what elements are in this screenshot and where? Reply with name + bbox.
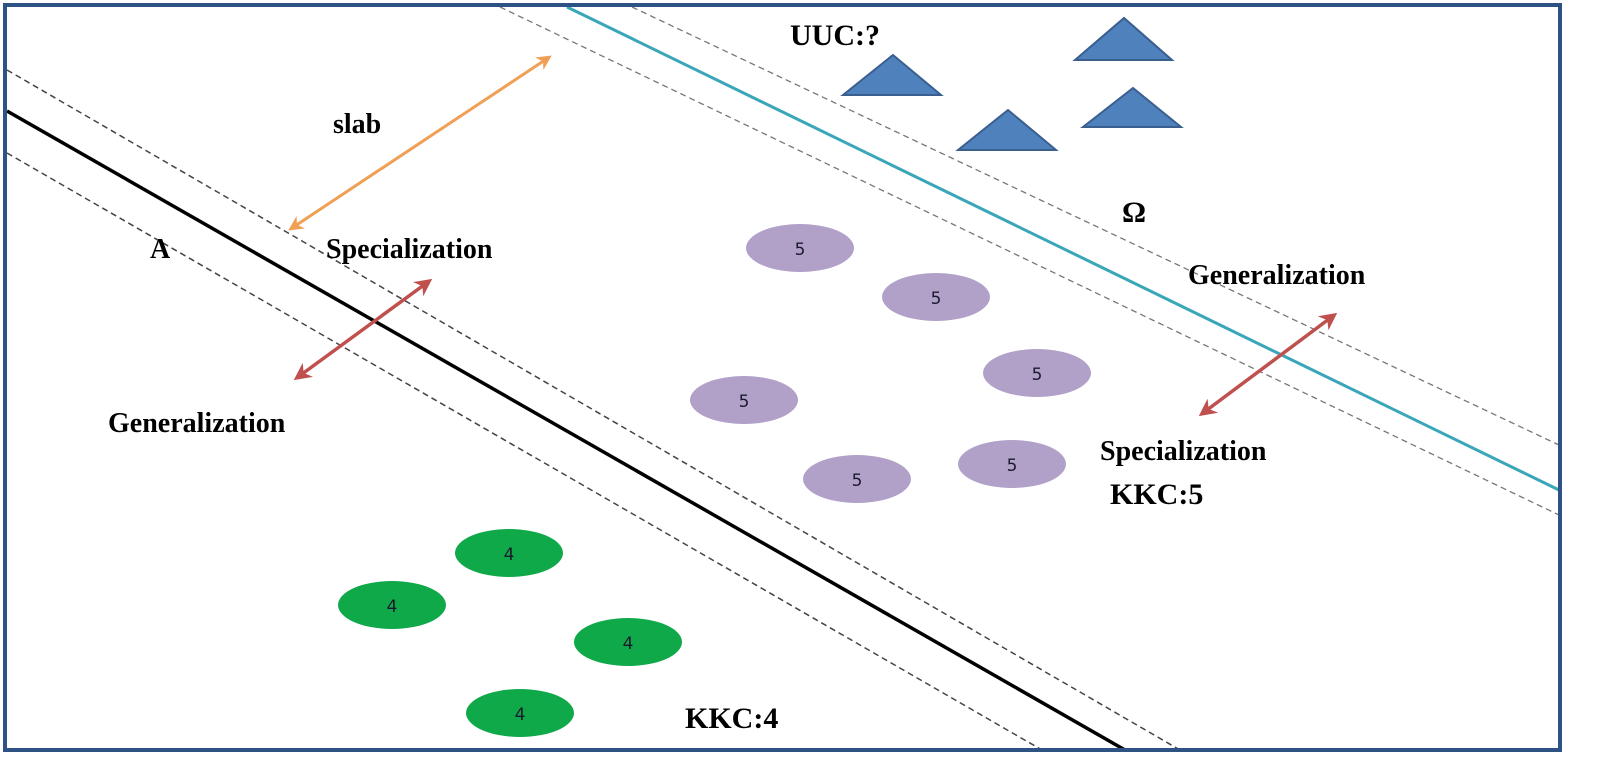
kkc5-node-label: 5 bbox=[739, 392, 750, 412]
kkc5-node: 5 bbox=[958, 440, 1066, 488]
kkc4-node-label: 4 bbox=[387, 597, 398, 617]
uuc-triangle bbox=[840, 53, 944, 96]
right-generalization-specialization-arrow bbox=[1198, 312, 1338, 417]
omega-label: Ω bbox=[1122, 196, 1146, 229]
right-specialization-label: Specialization bbox=[1100, 436, 1267, 467]
kkc5-node: 5 bbox=[690, 376, 798, 424]
kkc5-node: 5 bbox=[803, 455, 911, 503]
slab-label: slab bbox=[333, 109, 381, 140]
kkc5-node: 5 bbox=[746, 224, 854, 272]
kkc5-node: 5 bbox=[882, 273, 990, 321]
right-generalization-label: Generalization bbox=[1188, 260, 1366, 291]
kkc5-node-label: 5 bbox=[1032, 365, 1043, 385]
figure-frame bbox=[3, 3, 1562, 752]
uuc-triangle bbox=[1080, 86, 1184, 128]
uuc-triangle bbox=[955, 108, 1059, 151]
kkc5-node-label: 5 bbox=[931, 289, 942, 309]
kkc5-node: 5 bbox=[983, 349, 1091, 397]
boundary-omega-lower-margin bbox=[499, 6, 1560, 516]
uuc-label: UUC:? bbox=[790, 19, 880, 52]
kkc5-node-label: 5 bbox=[852, 471, 863, 491]
boundary-omega-upper-margin bbox=[631, 6, 1560, 446]
boundary-omega-line bbox=[566, 5, 1560, 492]
uuc-triangle bbox=[1072, 16, 1175, 61]
left-specialization-generalization-arrow bbox=[293, 278, 433, 381]
kkc4-node: 4 bbox=[338, 581, 446, 629]
region-a-label: A bbox=[150, 234, 171, 265]
boundary-a-line bbox=[6, 109, 1126, 752]
kkc4-node: 4 bbox=[455, 529, 563, 577]
uuc-triangles bbox=[840, 16, 1184, 151]
kkc4-nodes: 4 4 4 4 bbox=[338, 529, 682, 737]
kkc5-node-label: 5 bbox=[795, 240, 806, 260]
left-specialization-label: Specialization bbox=[326, 234, 493, 265]
slab-arrow bbox=[288, 55, 552, 231]
kkc5-label: KKC:5 bbox=[1110, 478, 1203, 511]
kkc4-node-label: 4 bbox=[504, 545, 515, 565]
kkc4-node: 4 bbox=[466, 689, 574, 737]
kkc4-label: KKC:4 bbox=[685, 702, 778, 735]
kkc4-node-label: 4 bbox=[623, 634, 634, 654]
kkc5-nodes: 5 5 5 5 5 5 bbox=[690, 224, 1091, 503]
kkc4-node: 4 bbox=[574, 618, 682, 666]
boundary-a-upper-margin bbox=[6, 69, 1181, 751]
kkc5-node-label: 5 bbox=[1007, 456, 1018, 476]
kkc4-node-label: 4 bbox=[515, 705, 526, 725]
boundary-a-lower-margin bbox=[6, 152, 1043, 751]
left-generalization-label: Generalization bbox=[108, 408, 286, 439]
